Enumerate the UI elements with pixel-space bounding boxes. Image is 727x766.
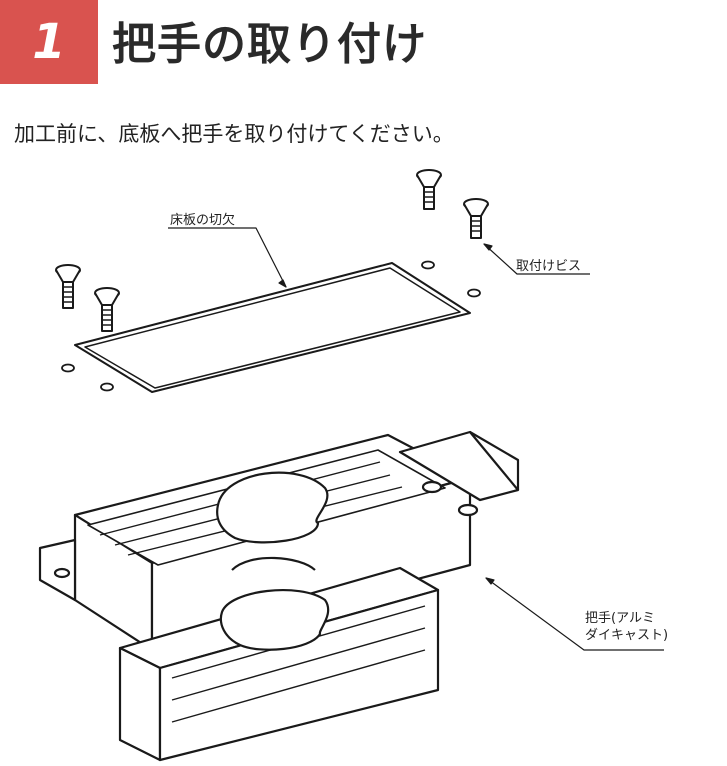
mounting-screws: [55, 169, 489, 332]
instruction-text: 加工前に、底板へ把手を取り付けてください。: [14, 122, 454, 146]
step-number-badge: 1: [0, 0, 98, 84]
handle-label-line1: 把手(アルミ: [585, 611, 655, 626]
handle-casting: [38, 430, 520, 762]
screw: [94, 287, 120, 332]
screw: [416, 169, 442, 210]
mounting-screw-label: 取付けビス: [516, 259, 582, 274]
step-title: 把手の取り付け: [112, 19, 427, 70]
screw: [55, 264, 81, 309]
leader-lines: [168, 227, 664, 651]
handle-label: 把手(アルミ ダイキャスト): [585, 610, 668, 644]
handle-label-line2: ダイキャスト): [585, 628, 669, 643]
screw-holes: [61, 260, 481, 392]
floor-cutout-label: 床板の切欠: [170, 213, 236, 228]
floor-cutout-plate: [74, 262, 471, 393]
screw: [463, 198, 489, 239]
step-number: 1: [32, 14, 66, 70]
